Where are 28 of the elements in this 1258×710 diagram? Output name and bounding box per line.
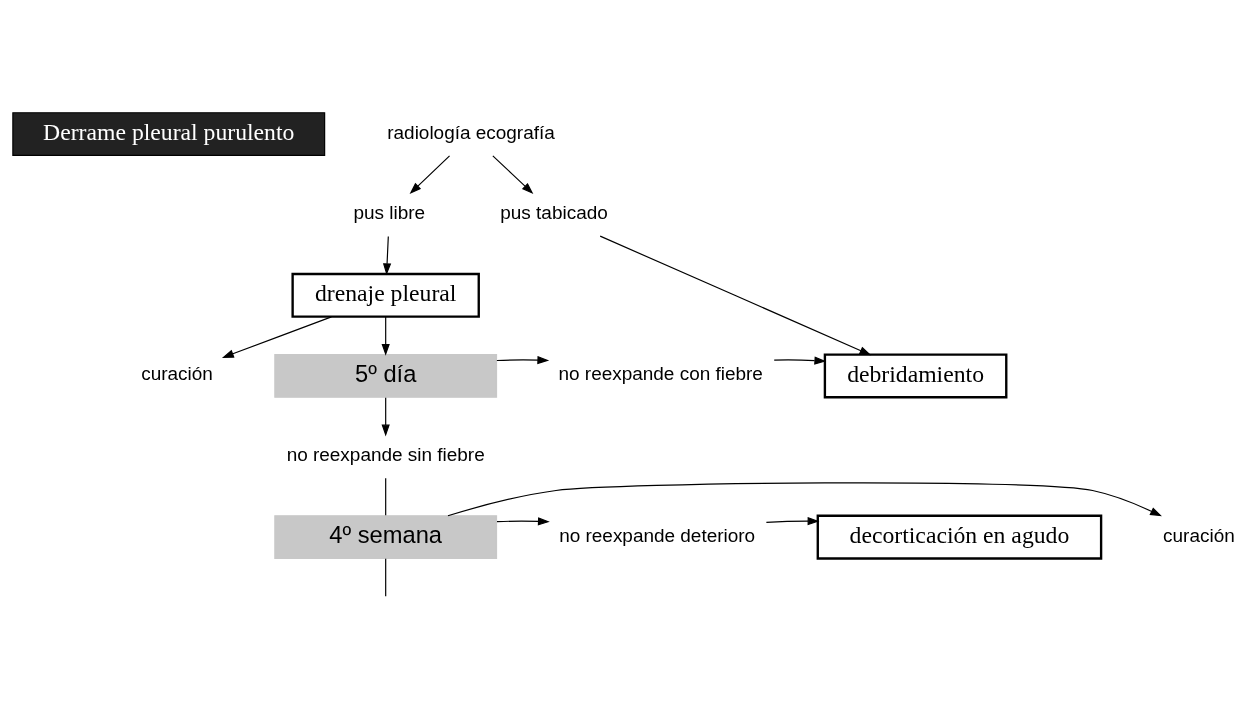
node-text: curación xyxy=(141,363,213,385)
arrow xyxy=(381,397,390,437)
node-box: drenaje pleural xyxy=(291,272,480,318)
node-text: no reexpande con fiebre xyxy=(558,363,763,385)
node-box: 5º día xyxy=(274,353,498,398)
arrow xyxy=(381,316,390,356)
node-text: curación xyxy=(1163,524,1235,546)
arrow xyxy=(221,316,332,358)
connector xyxy=(385,558,387,597)
arrow xyxy=(492,155,534,195)
arrow xyxy=(599,235,872,356)
node-box: 4º semana xyxy=(274,515,498,560)
arrow xyxy=(496,517,550,526)
node-text: no reexpande deterioro xyxy=(559,524,756,546)
node-box: Derrame pleural purulento xyxy=(12,112,326,156)
node-text: pus libre xyxy=(353,202,426,224)
node-text: no reexpande sin fiebre xyxy=(286,444,485,466)
arrow xyxy=(773,356,827,365)
connector xyxy=(385,477,387,516)
arrow xyxy=(447,482,1162,517)
node-text: pus tabicado xyxy=(500,202,608,224)
arrow xyxy=(382,235,392,276)
node-box: decorticación en agudo xyxy=(816,514,1103,560)
node-box: debridamiento xyxy=(823,353,1008,399)
arrow xyxy=(409,155,451,195)
arrow xyxy=(765,516,820,526)
node-text: radiología ecografía xyxy=(387,121,555,143)
arrow xyxy=(496,355,550,365)
